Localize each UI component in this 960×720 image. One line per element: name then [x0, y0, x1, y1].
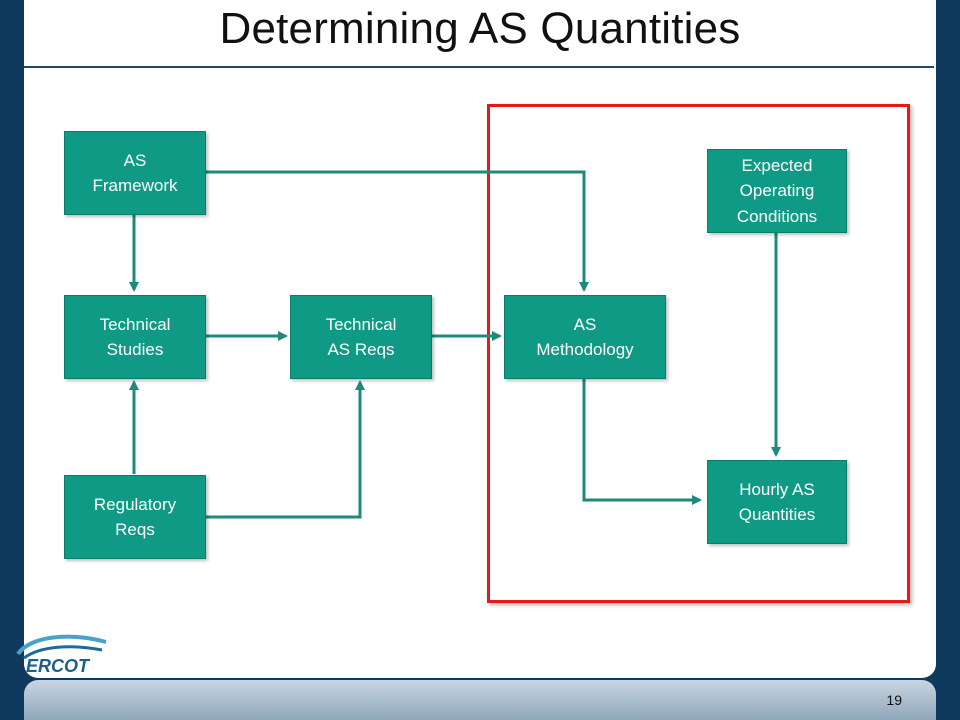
hourly-as-quantities-box: Hourly AS Quantities — [707, 460, 847, 544]
as-framework-box: AS Framework — [64, 131, 206, 215]
expected-operating-conditions-box: Expected Operating Conditions — [707, 149, 847, 233]
page-number: 19 — [886, 692, 902, 708]
arrow-regulatory-to-technical-reqs — [204, 380, 365, 519]
title-divider — [24, 66, 934, 68]
logo-text: ERCOT — [26, 656, 91, 676]
highlight-frame — [487, 104, 910, 603]
arrow-methodology-to-hourly — [582, 378, 702, 505]
technical-studies-box: Technical Studies — [64, 295, 206, 379]
ercot-logo: ERCOT — [10, 632, 120, 681]
footer-bar: 19 — [24, 680, 936, 720]
connector-arrows — [129, 170, 781, 519]
technical-as-reqs-box: Technical AS Reqs — [290, 295, 432, 379]
as-methodology-box: AS Methodology — [504, 295, 666, 379]
regulatory-reqs-box: Regulatory Reqs — [64, 475, 206, 559]
slide-title: Determining AS Quantities — [219, 4, 741, 53]
slide: Determining AS Quantities AS Framework T… — [24, 0, 936, 678]
arrow-framework-to-methodology — [204, 170, 589, 292]
logo-swoosh-icon — [16, 634, 107, 656]
